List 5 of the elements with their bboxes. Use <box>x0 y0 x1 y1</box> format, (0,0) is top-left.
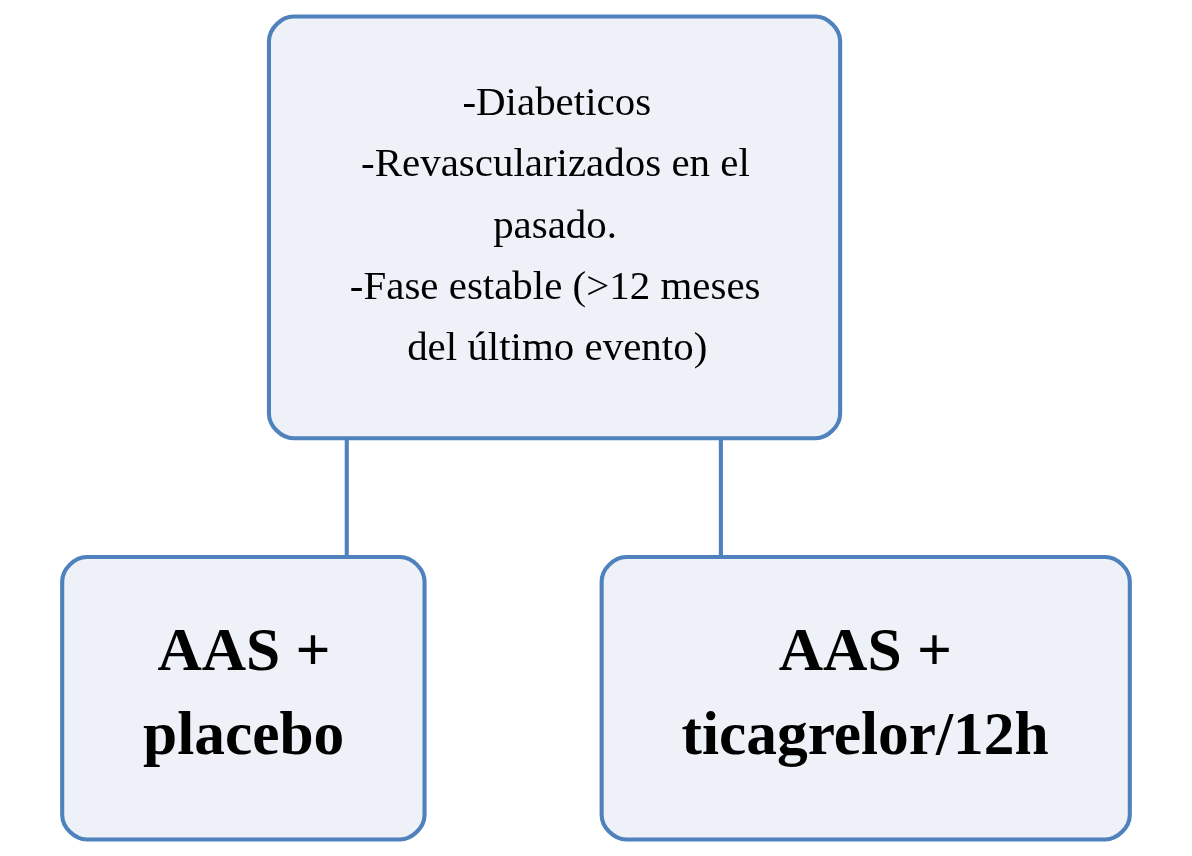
connector <box>718 438 723 557</box>
node-box: AAS + ticagrelor/12h <box>599 554 1132 842</box>
node-box: -Diabeticos -Revascularizados en el pasado. -Fase estable (>12 meses del último evento) <box>266 14 843 441</box>
connector <box>344 438 349 557</box>
node-box: AAS + placebo <box>60 554 427 842</box>
